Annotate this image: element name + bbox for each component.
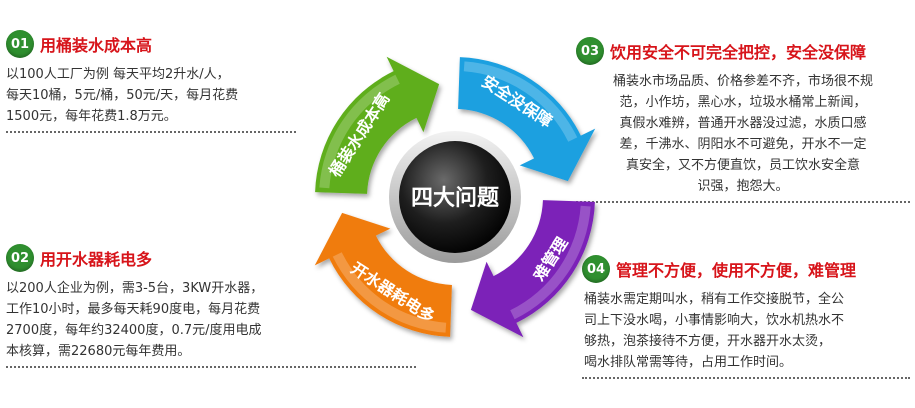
panel-line: 每天10桶，5元/桶，50元/天，每月花费 (6, 88, 239, 103)
number-badge: 03 (576, 37, 604, 65)
panel-line: 差，千沸水、阴阳水不可避免，开水不一定 (619, 137, 867, 152)
center-label: 四大问题 (411, 186, 500, 211)
cycle-arrow (458, 57, 596, 182)
panel-body: 以200人企业为例，需3-5台，3KW开水器， 工作10小时，最多每天耗90度电… (6, 278, 416, 362)
arrow-highlight (510, 205, 591, 320)
dotted-divider (6, 366, 416, 368)
panel-line: 2700度，每年约32400度，0.7元/度用电成 (6, 323, 262, 338)
panel-header: 03 饮用安全不可完全把控，安全没保障 (576, 37, 910, 65)
panel-title: 管理不方便，使用不方便，难管理 (616, 261, 857, 280)
panel-title: 饮用安全不可完全把控，安全没保障 (610, 43, 867, 62)
panel-line: 1500元，每年花费1.8万元。 (6, 109, 177, 124)
dotted-divider (6, 131, 296, 133)
cycle-diagram: 桶装水成本高安全没保障难管理开水器耗电多 四大问题 (314, 56, 596, 338)
panel-line: 范，小作坊，黑心水，垃圾水桶常上新闻， (619, 95, 867, 110)
panel-title: 用桶装水成本高 (40, 36, 153, 55)
problem-panel-management: 04 管理不方便，使用不方便，难管理 桶装水需定期叫水，稍有工作交接脱节，全公 … (582, 255, 910, 379)
panel-line: 以200人企业为例，需3-5台，3KW开水器， (6, 281, 264, 296)
problem-panel-power: 02 用开水器耗电多 以200人企业为例，需3-5台，3KW开水器， 工作10小… (6, 244, 416, 368)
panel-line: 真假水难辨，普通开水器没过滤，水质口感 (619, 116, 867, 131)
problem-panel-cost: 01 用桶装水成本高 以100人工厂为例 每天平均2升水/人， 每天10桶，5元… (6, 30, 296, 133)
number-badge: 02 (6, 244, 34, 272)
problem-panel-safety: 03 饮用安全不可完全把控，安全没保障 桶装水市场品质、价格参差不齐，市场很不规… (576, 37, 910, 203)
dotted-divider (582, 377, 910, 379)
panel-header: 04 管理不方便，使用不方便，难管理 (582, 255, 910, 283)
center-disc (399, 141, 511, 253)
panel-body: 以100人工厂为例 每天平均2升水/人， 每天10桶，5元/桶，50元/天，每月… (6, 64, 296, 127)
panel-body: 桶装水需定期叫水，稍有工作交接脱节，全公 司上下没水喝，小事情影响大，饮水机热水… (582, 289, 910, 373)
panel-title: 用开水器耗电多 (40, 250, 153, 269)
panel-line: 工作10小时，最多每天耗90度电，每月花费 (6, 302, 261, 317)
arrow-highlight (332, 252, 447, 333)
panel-header: 01 用桶装水成本高 (6, 30, 296, 58)
panel-line: 桶装水市场品质、价格参差不齐，市场很不规 (612, 74, 873, 89)
arrow-highlight (463, 61, 578, 142)
panel-line: 真安全，又不方便直饮，员工饮水安全意 (625, 158, 860, 173)
dotted-divider (576, 201, 910, 203)
panel-header: 02 用开水器耗电多 (6, 244, 416, 272)
cycle-arrow (314, 212, 452, 337)
number-badge: 01 (6, 30, 34, 58)
panel-line: 以100人工厂为例 每天平均2升水/人， (6, 67, 230, 82)
panel-body: 桶装水市场品质、价格参差不齐，市场很不规 范，小作坊，黑心水，垃圾水桶常上新闻，… (576, 71, 910, 197)
cycle-arrow (470, 200, 595, 338)
number-badge: 04 (582, 255, 610, 283)
panel-line: 识强，抱怨大。 (697, 179, 789, 194)
panel-line: 桶装水需定期叫水，稍有工作交接脱节，全公 (584, 292, 845, 307)
cycle-arrow (315, 56, 440, 194)
arrow-highlight (319, 74, 400, 189)
panel-line: 本核算，需22680元每年费用。 (6, 344, 191, 359)
panel-line: 喝水排队常需等待，占用工作时间。 (584, 355, 793, 370)
panel-line: 司上下没水喝，小事情影响大，饮水机热水不 (584, 313, 845, 328)
panel-line: 够热，泡茶接待不方便，开水器开水太烫， (584, 334, 832, 349)
